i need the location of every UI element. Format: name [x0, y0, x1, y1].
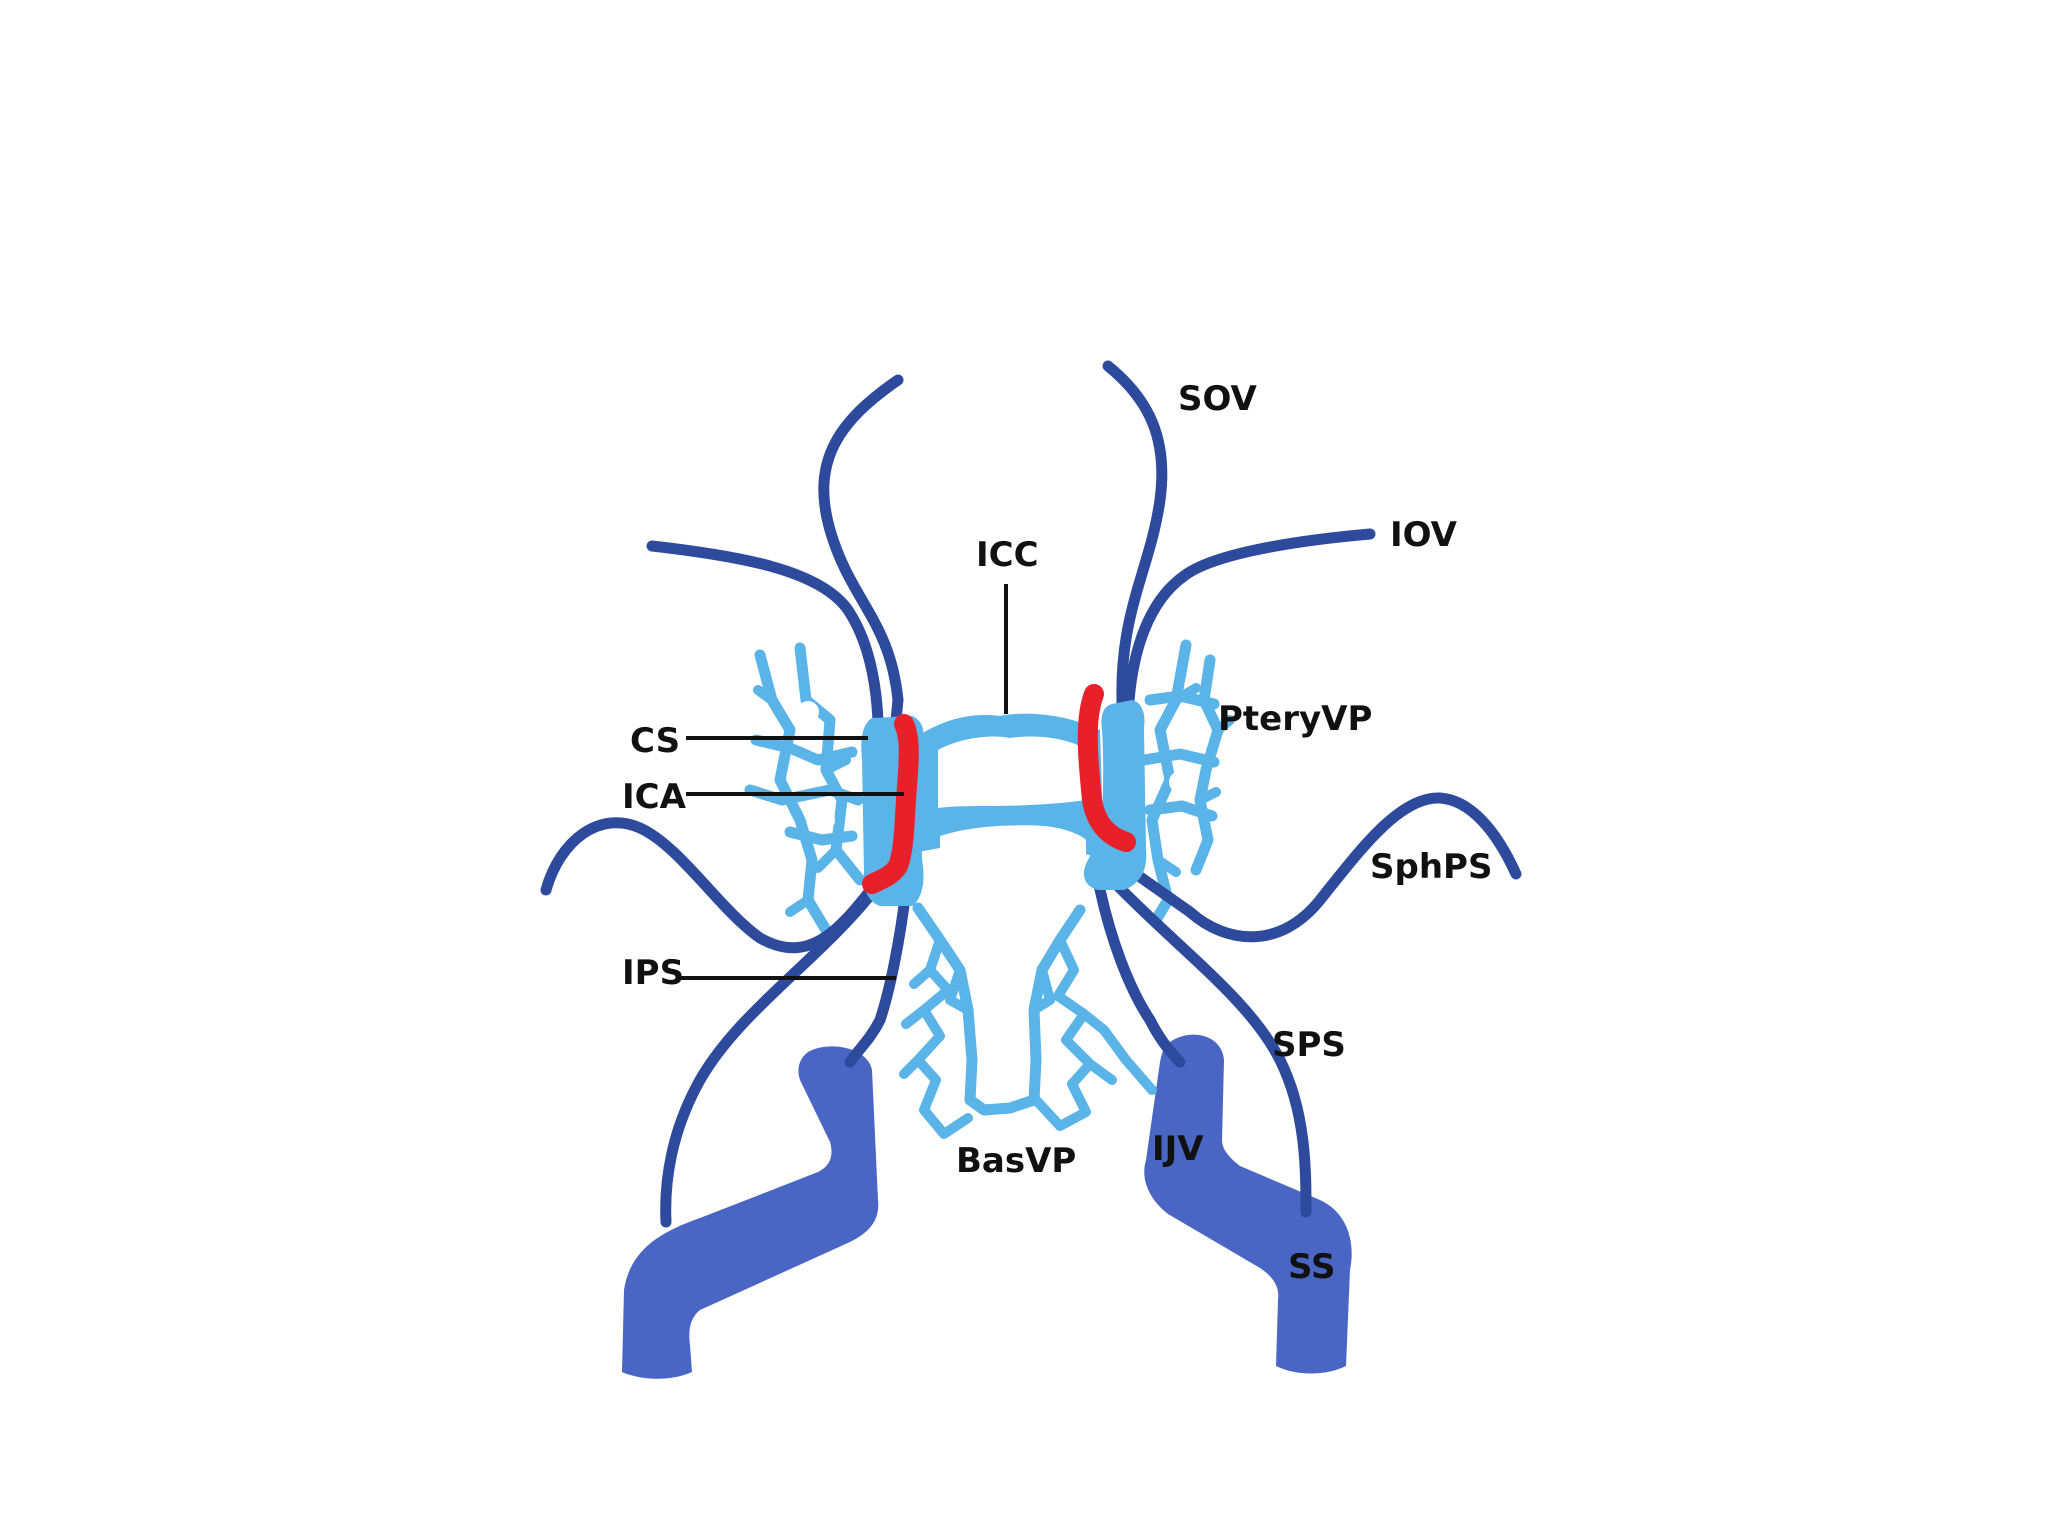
right-iov-vessel	[1122, 528, 1376, 726]
right-plexus-hole	[1169, 771, 1191, 793]
leader-lines	[680, 584, 1008, 980]
basilar-plexus-right-branches	[1029, 935, 1157, 1131]
right-sov-vessel	[1102, 360, 1168, 726]
right-plexus-hole	[1176, 826, 1196, 846]
ptery-vp-label: PteryVP	[1218, 699, 1372, 739]
sov-label: SOV	[1178, 379, 1257, 419]
right-ips-vessel	[1092, 874, 1186, 1068]
left-ijv-ss-vessel	[622, 1046, 879, 1379]
right-plexus-strand-d	[1153, 683, 1235, 877]
right-sps-vessel	[1110, 878, 1312, 1218]
sph-ps-label: SphPS	[1370, 847, 1492, 887]
left-ica	[862, 714, 919, 894]
left-iov-vessel	[646, 540, 884, 726]
left-sps-vessel	[660, 882, 882, 1228]
ss-label: SS	[1288, 1247, 1335, 1287]
right-ijv-ss-vessel	[1144, 1034, 1352, 1374]
left-plexus-strand-d	[753, 685, 851, 917]
left-ips-vessel	[844, 884, 912, 1068]
dark-veins	[540, 360, 1522, 1228]
basilar-plexus-left-branches	[899, 935, 973, 1139]
right-sphps-vessel	[1110, 792, 1522, 943]
right-plexus-hole	[1173, 717, 1195, 739]
ips-label: IPS	[622, 953, 684, 993]
basilar-venous-plexus	[899, 902, 1157, 1139]
bas-vp-label: BasVP	[956, 1141, 1076, 1181]
left-plexus-hole	[813, 809, 835, 831]
icc-upper-window	[938, 736, 1086, 808]
ijv-label: IJV	[1152, 1129, 1204, 1169]
left-plexus-hole	[797, 701, 819, 723]
sps-label: SPS	[1272, 1025, 1346, 1065]
right-ica	[1077, 684, 1136, 852]
icc-lower-window	[940, 825, 1086, 856]
ica-label: ICA	[622, 777, 687, 817]
icc-label: ICC	[976, 535, 1039, 575]
right-pterygoid-plexus	[1138, 639, 1235, 926]
cavernous-sinus-complex	[861, 684, 1147, 906]
cs-label: CS	[630, 721, 680, 761]
iov-label: IOV	[1390, 515, 1458, 555]
labels: SOV IOV ICC PteryVP CS ICA SphPS IPS SPS…	[622, 379, 1492, 1287]
left-plexus-hole	[788, 760, 812, 784]
large-veins	[622, 1034, 1352, 1379]
left-pterygoid-plexus	[744, 642, 866, 936]
left-sov-vessel	[818, 374, 904, 726]
